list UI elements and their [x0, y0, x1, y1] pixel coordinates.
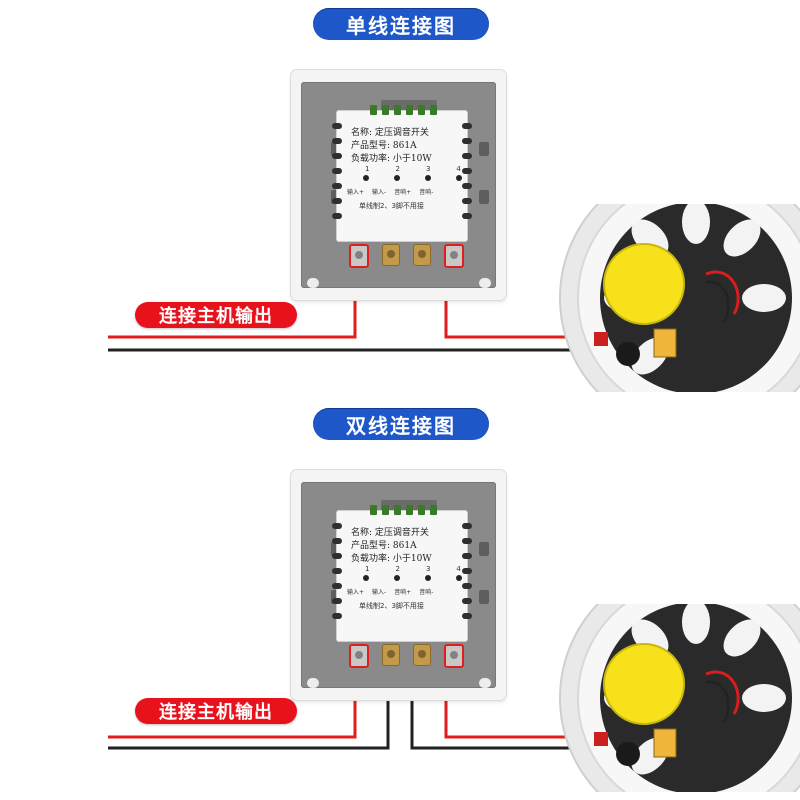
switch-back-plate: 名称: 定压调音开关 产品型号: 861A 负载功率: 小于10W 1 2 3 … — [291, 470, 506, 700]
volume-control-module: 名称: 定压调音开关 产品型号: 861A 负载功率: 小于10W 1 2 3 … — [332, 505, 472, 642]
single-wire-diagram: 单线连接图 名称: 定压调音开关 产品型号: 861A 负载功率: 小于10W … — [108, 8, 800, 392]
switch-back-plate: 名称: 定压调音开关 产品型号: 861A 负载功率: 小于10W 1 2 3 … — [291, 70, 506, 300]
terminal-number: 2 — [395, 165, 400, 173]
pin-label: 音响+ — [394, 189, 412, 196]
terminal-2 — [382, 244, 400, 266]
terminal-3 — [413, 644, 431, 666]
ceiling-speaker-icon — [559, 204, 800, 392]
section-title: 双线连接图 — [313, 408, 489, 440]
wiring-note: 单线制2、3脚不用接 — [359, 602, 424, 610]
load-power: 负载功率: 小于10W — [351, 554, 432, 564]
product-model: 产品型号: 861A — [351, 141, 417, 151]
terminal-number: 1 — [365, 165, 370, 173]
pin-label: 音响+ — [394, 589, 412, 596]
pin-label: 音响- — [419, 589, 434, 596]
terminal-4 — [444, 644, 464, 668]
terminal-number: 3 — [425, 565, 431, 573]
host-output-label: 连接主机输出 — [135, 698, 297, 724]
pin-label: 音响- — [419, 189, 434, 196]
terminal-number: 2 — [395, 565, 400, 573]
terminal-block — [349, 244, 464, 268]
product-name: 名称: 定压调音开关 — [351, 128, 429, 138]
pin-label: 输入+ — [347, 589, 365, 596]
product-model: 产品型号: 861A — [351, 541, 417, 551]
host-output-label: 连接主机输出 — [135, 302, 297, 328]
volume-control-module: 名称: 定压调音开关 产品型号: 861A 负载功率: 小于10W 1 2 3 … — [332, 105, 472, 242]
terminal-1 — [349, 644, 369, 668]
pin-label: 输入- — [372, 589, 387, 596]
terminal-number: 1 — [365, 565, 370, 573]
product-name: 名称: 定压调音开关 — [351, 528, 429, 538]
ceiling-speaker-icon — [559, 604, 800, 792]
terminal-number: 4 — [456, 165, 461, 173]
dual-wire-diagram: 双线连接图 名称: 定压调音开关 产品型号: 861A 负载功率: 小于10W … — [0, 400, 800, 800]
terminal-number: 3 — [425, 165, 431, 173]
terminal-block — [349, 644, 464, 668]
terminal-3 — [413, 244, 431, 266]
terminal-1 — [349, 244, 369, 268]
terminal-4 — [444, 244, 464, 268]
terminal-number: 4 — [456, 565, 461, 573]
wiring-note: 单线制2、3脚不用接 — [359, 202, 424, 210]
pin-label: 输入+ — [347, 189, 365, 196]
load-power: 负载功率: 小于10W — [351, 154, 432, 164]
section-title: 单线连接图 — [313, 8, 489, 40]
pin-label: 输入- — [372, 189, 387, 196]
terminal-2 — [382, 644, 400, 666]
